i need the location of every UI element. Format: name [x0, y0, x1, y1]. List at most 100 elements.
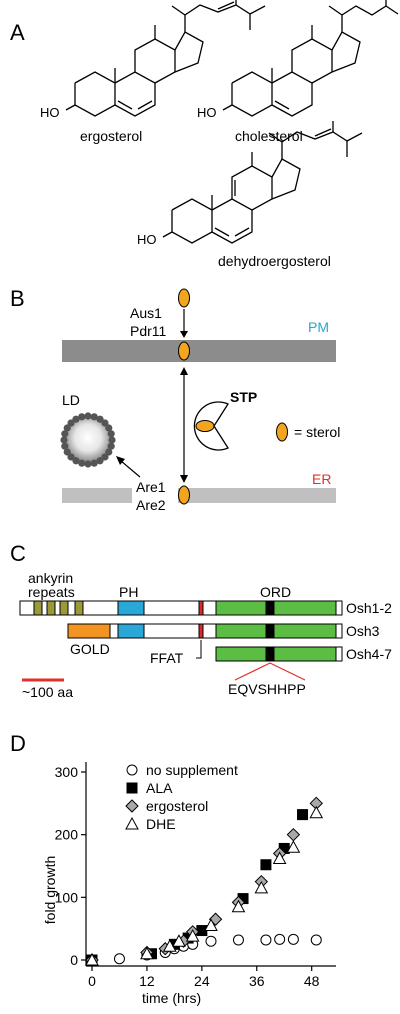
- stp-label: STP: [230, 389, 257, 405]
- data-point-triangle: [309, 805, 324, 819]
- data-point-triangle: [204, 918, 218, 932]
- ergosterol-structure: [65, 0, 266, 117]
- x-tick-label: 12: [139, 973, 155, 989]
- ld-phospholipid-head: [72, 457, 80, 465]
- legend-marker-diamond: [125, 799, 139, 813]
- scale-label: ~100 aa: [22, 684, 73, 700]
- ph-label: PH: [119, 584, 138, 600]
- ld-phospholipid-head: [72, 415, 80, 423]
- data-point-circle: [310, 934, 322, 946]
- x-tick-label: 24: [194, 973, 210, 989]
- ld-phospholipid-head: [84, 412, 92, 420]
- plasma-membrane: [62, 340, 336, 362]
- data-point-circle: [260, 934, 272, 946]
- dehydroergosterol-label: dehydroergosterol: [218, 253, 331, 269]
- panel-c-label: C: [10, 541, 26, 566]
- data-point-triangle: [254, 880, 269, 894]
- stp-protein-icon: [193, 401, 229, 451]
- data-point-circle: [205, 935, 217, 947]
- data-point-circle: [274, 933, 286, 945]
- transporter-pdr11: Pdr11: [130, 323, 167, 339]
- ffat-pointer: [196, 640, 202, 659]
- panel-d-label: D: [10, 731, 26, 756]
- cholesterol-structure: [222, 0, 399, 117]
- ld-phospholipid-head: [107, 430, 115, 438]
- ld-phospholipid-head: [84, 460, 92, 468]
- sterol-legend-text: = sterol: [294, 424, 340, 440]
- ld-phospholipid-head: [96, 457, 104, 465]
- osh4-7-bar: [215, 646, 343, 662]
- y-axis-label: fold growth: [42, 856, 58, 924]
- ld-label: LD: [62, 392, 80, 408]
- y-tick-label: 200: [55, 827, 79, 843]
- data-point-circle: [287, 933, 299, 945]
- ld-phospholipid-head: [101, 453, 109, 461]
- y-tick-label: 100: [55, 889, 79, 905]
- er-label: ER: [312, 471, 331, 487]
- ffat-label: FFAT: [150, 650, 184, 666]
- ld-phospholipid-head: [60, 436, 68, 444]
- er-arrowhead: [180, 475, 188, 483]
- data-point-circle: [232, 934, 244, 946]
- lipid-droplet-icon: [60, 412, 116, 468]
- er-membrane: [62, 488, 336, 503]
- legend-entry-label: ergosterol: [146, 798, 208, 814]
- ankyrin-label-2: repeats: [28, 584, 75, 600]
- legend-marker-circle: [126, 764, 138, 776]
- gold-label: GOLD: [70, 641, 110, 657]
- legend-entry-label: DHE: [146, 816, 176, 832]
- data-point-triangle: [272, 851, 287, 864]
- data-point-triangle: [140, 946, 154, 960]
- y-tick-label: 300: [55, 764, 79, 780]
- esterification-arrow: [120, 460, 141, 478]
- ld-phospholipid-head: [78, 413, 86, 421]
- er-sterol-icon: [178, 485, 190, 505]
- pm-arrowhead: [180, 367, 188, 375]
- ergosterol-oh: HO: [40, 105, 60, 120]
- ld-phospholipid-head: [101, 419, 109, 427]
- legend-entry-label: ALA: [146, 780, 173, 796]
- ld-phospholipid-head: [105, 424, 113, 432]
- osh1-2-bar: [19, 600, 343, 616]
- esterase-are2: Are2: [136, 497, 166, 513]
- data-point-circle: [113, 953, 125, 965]
- x-tick-label: 0: [88, 973, 96, 989]
- esterase-are1: Are1: [136, 479, 166, 495]
- ld-phospholipid-head: [107, 442, 115, 450]
- ld-phospholipid-head: [96, 415, 104, 423]
- data-point-diamond: [286, 827, 301, 842]
- ord-label: ORD: [260, 584, 291, 600]
- legend-entry-label: no supplement: [146, 762, 238, 778]
- incoming-sterol-icon: [178, 288, 190, 308]
- ld-phospholipid-head: [90, 459, 98, 467]
- ld-phospholipid-head: [78, 459, 86, 467]
- osh3-bar: [67, 623, 343, 639]
- panel-a-label: A: [10, 20, 25, 45]
- data-point-triangle: [286, 840, 301, 853]
- ld-phospholipid-head: [61, 430, 69, 438]
- data-point-triangle: [85, 952, 99, 966]
- esterification-arrowhead: [116, 456, 125, 465]
- motif-label: EQVSHHPP: [228, 681, 306, 697]
- data-point-triangle: [172, 934, 186, 947]
- cholesterol-label: cholesterol: [235, 128, 303, 144]
- ld-phospholipid-head: [63, 424, 71, 432]
- motif-callout-lines: [234, 662, 306, 681]
- dehydroergosterol-structure: [162, 121, 363, 244]
- pm-sterol-icon: [178, 341, 190, 361]
- data-point-square: [297, 809, 309, 821]
- ld-phospholipid-head: [108, 436, 116, 444]
- osh1-2-label: Osh1-2: [346, 600, 392, 616]
- ld-phospholipid-head: [105, 448, 113, 456]
- osh4-7-label: Osh4-7: [346, 646, 392, 662]
- y-tick-label: 0: [70, 952, 78, 968]
- ankyrin-label-1: ankyrin: [28, 570, 73, 586]
- data-point-triangle: [185, 929, 200, 942]
- ld-phospholipid-head: [90, 413, 98, 421]
- osh3-label: Osh3: [346, 623, 380, 639]
- ld-phospholipid-head: [67, 453, 75, 461]
- cholesterol-oh: HO: [197, 105, 217, 120]
